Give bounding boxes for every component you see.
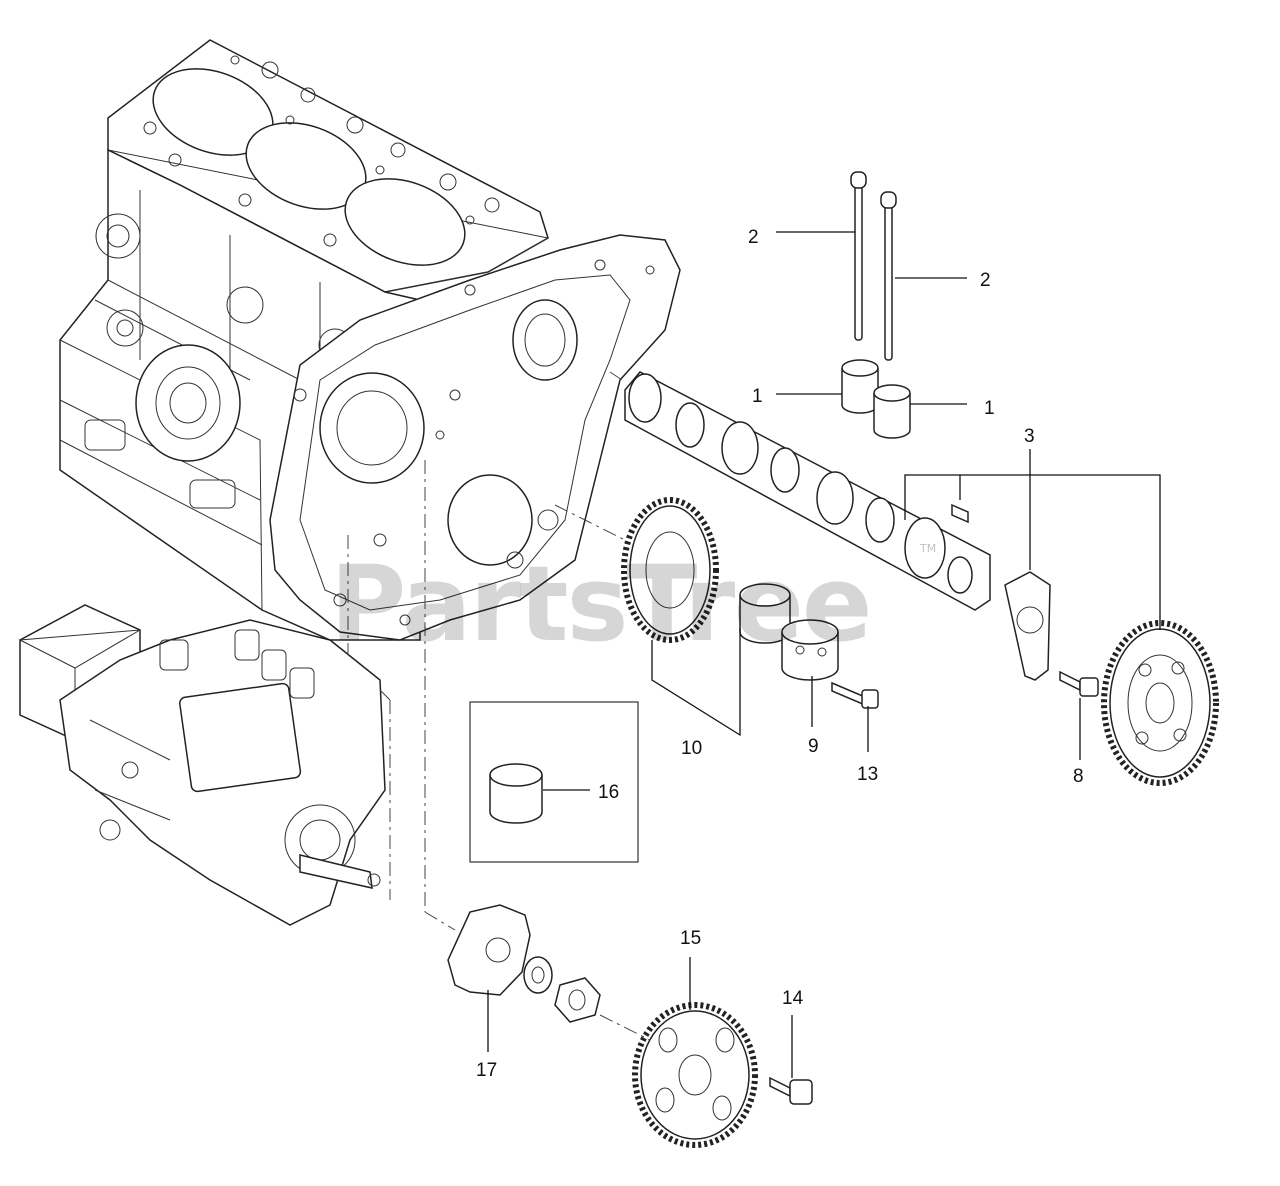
- bolt-13: [831, 681, 879, 709]
- leader-lines: [487, 231, 1161, 1078]
- alignment-lines: [347, 371, 651, 1041]
- callout-8: 8: [1073, 766, 1084, 787]
- tappets: [841, 359, 911, 439]
- bolt-8: [1059, 670, 1099, 697]
- pump-drive-flange: [447, 904, 531, 996]
- gear-case-plate: [269, 234, 681, 641]
- callout-1-right: 1: [984, 398, 995, 419]
- injection-pump: [18, 604, 386, 926]
- washer: [523, 956, 553, 994]
- idle-gear: [621, 497, 719, 643]
- camshaft-thrust-plate: [1004, 571, 1051, 681]
- idle-gear-shaft: [781, 619, 839, 681]
- callout-3: 3: [1024, 426, 1035, 447]
- camshaft: [624, 371, 991, 611]
- injection-pump-gear: [632, 1002, 758, 1148]
- callout-10: 10: [681, 738, 702, 759]
- callout-2-left: 2: [748, 227, 759, 248]
- callout-15: 15: [680, 928, 701, 949]
- callout-9: 9: [808, 736, 819, 757]
- callout-17: 17: [476, 1060, 497, 1081]
- inset-box: [469, 701, 639, 863]
- nut: [554, 977, 601, 1023]
- idle-gear-bushing: [739, 583, 791, 644]
- callout-13: 13: [857, 764, 878, 785]
- bolt-14: [769, 1076, 813, 1105]
- watermark: PartsTree: [330, 543, 870, 665]
- callout-1-left: 1: [752, 386, 763, 407]
- push-rods: [850, 171, 897, 361]
- watermark-trademark: TM: [919, 542, 936, 555]
- callout-2-right: 2: [980, 270, 991, 291]
- bushing-16: [489, 763, 543, 824]
- callout-16: 16: [598, 782, 619, 803]
- camshaft-gear: [1101, 620, 1219, 786]
- callout-14: 14: [782, 988, 804, 1009]
